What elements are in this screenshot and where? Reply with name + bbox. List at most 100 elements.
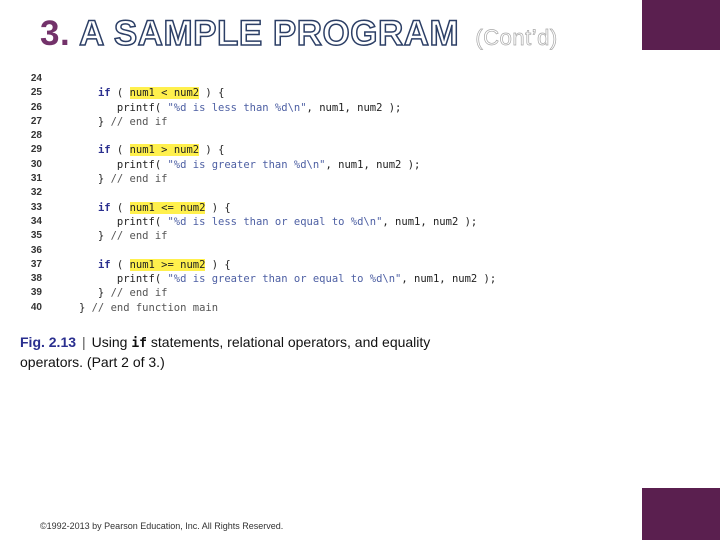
- code-token: printf(: [60, 101, 168, 114]
- code-token: , num1, num2 );: [306, 101, 402, 114]
- highlighted-condition: num1 <= num2: [129, 201, 206, 214]
- code-token: }: [60, 301, 92, 314]
- code-token: }: [60, 173, 111, 186]
- figure-label: Fig. 2.13: [20, 334, 77, 350]
- code-token: (: [110, 144, 130, 157]
- code-token: , num1, num2 );: [325, 158, 421, 171]
- code-line: 27 } // end if: [28, 115, 588, 129]
- code-token: (: [110, 87, 130, 100]
- code-comment: // end function main: [91, 301, 219, 314]
- code-text: } // end if: [60, 115, 168, 129]
- code-token: }: [60, 287, 111, 300]
- caption-keyword: if: [131, 336, 148, 351]
- code-text: if ( num1 < num2 ) {: [60, 86, 224, 100]
- code-line: 36: [28, 244, 588, 258]
- line-number: 28: [30, 130, 42, 142]
- slide-title: 3. A SAMPLE PROGRAM (Cont’d): [40, 13, 558, 54]
- line-number: 29: [30, 144, 42, 156]
- code-token: }: [60, 230, 111, 243]
- code-line: 33 if ( num1 <= num2 ) {: [28, 201, 588, 215]
- highlighted-condition: num1 < num2: [129, 87, 200, 100]
- code-token: printf(: [60, 158, 168, 171]
- line-number: 33: [30, 201, 42, 213]
- code-comment: // end if: [110, 173, 168, 186]
- code-text: if ( num1 <= num2 ) {: [60, 201, 231, 215]
- line-number: 39: [30, 287, 42, 299]
- line-number: 37: [30, 258, 42, 270]
- code-line: 30 printf( "%d is greater than %d\n", nu…: [28, 158, 588, 172]
- corner-accent-bottom: [642, 488, 720, 540]
- code-token: [60, 202, 98, 214]
- line-number: 32: [30, 187, 42, 199]
- copyright-footer: ©1992-2013 by Pearson Education, Inc. Al…: [40, 521, 284, 531]
- line-number: 38: [30, 273, 42, 285]
- code-line: 40 } // end function main: [28, 301, 588, 315]
- line-number: 31: [30, 173, 42, 185]
- highlighted-condition: num1 > num2: [129, 144, 200, 157]
- code-text: } // end if: [60, 229, 168, 243]
- line-number: 35: [30, 230, 42, 242]
- code-comment: // end if: [110, 230, 168, 243]
- code-line: 24: [28, 72, 588, 86]
- title-text: A SAMPLE PROGRAM: [78, 13, 460, 54]
- code-token: ) {: [205, 201, 231, 214]
- code-token: , num1, num2 );: [382, 215, 478, 228]
- code-token: }: [60, 115, 111, 128]
- code-string: "%d is less than %d\n": [167, 101, 307, 114]
- code-token: ) {: [199, 144, 225, 157]
- caption-text-after: statements, relational operators, and eq…: [20, 334, 431, 370]
- code-string: "%d is greater than %d\n": [167, 158, 326, 171]
- code-line: 29 if ( num1 > num2 ) {: [28, 143, 588, 157]
- code-token: printf(: [60, 215, 168, 228]
- code-token: [60, 87, 98, 99]
- code-line: 28: [28, 129, 588, 143]
- code-token: (: [110, 201, 130, 214]
- line-number: 36: [30, 244, 42, 256]
- code-text: printf( "%d is greater than %d\n", num1,…: [60, 158, 420, 172]
- code-line: 31 } // end if: [28, 172, 588, 186]
- code-line: 32: [28, 186, 588, 200]
- line-number: 40: [30, 301, 42, 313]
- code-line: 39 } // end if: [28, 286, 588, 300]
- highlighted-condition: num1 >= num2: [129, 258, 206, 271]
- caption-text-before: Using: [91, 334, 132, 350]
- code-text: } // end if: [60, 172, 168, 186]
- code-line: 37 if ( num1 >= num2 ) {: [28, 258, 588, 272]
- line-number: 25: [30, 87, 42, 99]
- code-text: printf( "%d is less than %d\n", num1, nu…: [60, 101, 401, 115]
- code-keyword: if: [97, 201, 111, 214]
- code-comment: // end if: [110, 287, 168, 300]
- figure-caption: Fig. 2.13 | Using if statements, relationa…: [20, 333, 490, 372]
- code-token: ) {: [199, 87, 225, 100]
- line-number: 27: [30, 115, 42, 127]
- code-keyword: if: [97, 87, 111, 100]
- line-number: 24: [30, 73, 42, 84]
- title-continued: (Cont’d): [475, 25, 558, 51]
- code-text: if ( num1 > num2 ) {: [60, 143, 224, 157]
- code-string: "%d is less than or equal to %d\n": [167, 215, 383, 228]
- code-line: 35 } // end if: [28, 229, 588, 243]
- code-token: [60, 259, 98, 271]
- code-token: printf(: [60, 273, 168, 286]
- code-text: } // end if: [60, 286, 168, 300]
- line-number: 34: [30, 215, 42, 227]
- code-token: , num1, num2 );: [401, 273, 497, 286]
- code-line: 38 printf( "%d is greater than or equal …: [28, 272, 588, 286]
- code-text: printf( "%d is less than or equal to %d\…: [60, 215, 477, 229]
- code-string: "%d is greater than or equal to %d\n": [167, 273, 402, 286]
- code-token: ) {: [205, 258, 231, 271]
- code-line: 26 printf( "%d is less than %d\n", num1,…: [28, 101, 588, 115]
- code-text: if ( num1 >= num2 ) {: [60, 258, 231, 272]
- line-number: 26: [30, 101, 42, 113]
- code-line: 34 printf( "%d is less than or equal to …: [28, 215, 588, 229]
- line-number: 30: [30, 158, 42, 170]
- code-comment: // end if: [110, 115, 168, 128]
- code-text: } // end function main: [60, 301, 218, 315]
- code-token: (: [110, 258, 130, 271]
- title-number: 3.: [40, 14, 71, 53]
- corner-accent-top: [642, 0, 720, 50]
- code-line: 25 if ( num1 < num2 ) {: [28, 86, 588, 100]
- caption-separator: |: [82, 334, 86, 350]
- code-text: printf( "%d is greater than or equal to …: [60, 272, 496, 286]
